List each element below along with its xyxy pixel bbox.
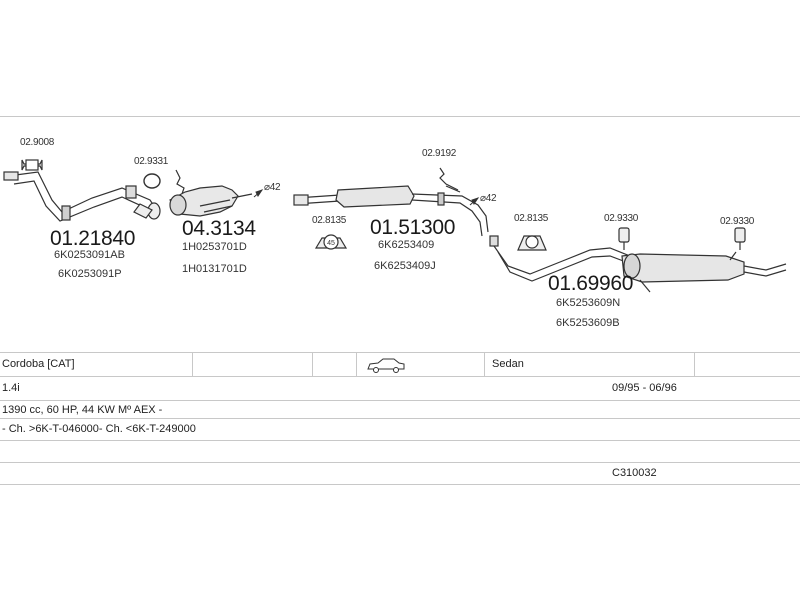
- part-3-oem-2: 6K6253409J: [374, 260, 436, 272]
- table-divider: [312, 352, 313, 376]
- part-3-oem-1: 6K6253409: [378, 239, 435, 251]
- clip-2-number: 02.9330: [720, 216, 755, 227]
- part-1-number: 01.21840: [50, 227, 136, 250]
- part-2-number: 04.3134: [182, 217, 256, 240]
- mid-clamp-drawing: [439, 167, 461, 193]
- middle-silencer-drawing: [293, 185, 489, 237]
- gasket-cat-number: 02.9331: [134, 156, 169, 167]
- clip-1-drawing: [618, 227, 630, 250]
- table-divider: [192, 352, 193, 376]
- diameter-label-2: ⌀42: [480, 193, 497, 204]
- engine-spec: 1390 cc, 60 HP, 44 KW Mº AEX -: [2, 404, 163, 416]
- table-divider: [694, 352, 695, 376]
- part-1-oem-2: 6K0253091P: [58, 268, 122, 280]
- catalytic-converter-drawing: [169, 185, 253, 217]
- hanger-right-drawing: [517, 235, 547, 251]
- cat-clamp-drawing: [175, 169, 185, 195]
- rear-muffler-drawing: [489, 235, 787, 293]
- gasket-front-number: 02.9008: [20, 137, 55, 148]
- table-rule: [0, 400, 800, 401]
- vehicle-model: Cordoba [CAT]: [2, 358, 75, 370]
- hanger-left-size: 45: [327, 240, 335, 247]
- clip-1-number: 02.9330: [604, 213, 639, 224]
- front-pipe-drawing: [3, 171, 161, 222]
- car-icon: [367, 358, 405, 373]
- part-4-oem-1: 6K5253609N: [556, 297, 621, 309]
- gasket-ring-drawing: [143, 173, 161, 189]
- body-type: Sedan: [492, 358, 524, 370]
- mid-clamp-number: 02.9192: [422, 148, 457, 159]
- exhaust-drawing: 45: [3, 159, 787, 293]
- exhaust-diagram: 45 02.9008 02.9331 02.: [0, 116, 800, 329]
- hanger-right-number: 02.8135: [514, 213, 549, 224]
- part-2-oem-1: 1H0253701D: [182, 241, 247, 253]
- chassis-range: - Ch. >6K-T-046000- Ch. <6K-T-249000: [2, 423, 196, 435]
- part-2-oem-2: 1H0131701D: [182, 263, 247, 275]
- diameter-label-1: ⌀42: [264, 182, 281, 193]
- table-rule: [0, 440, 800, 441]
- gasket-front-drawing: [21, 159, 43, 171]
- table-rule: [0, 376, 800, 377]
- part-3-number: 01.51300: [370, 216, 456, 239]
- table-rule: [0, 484, 800, 485]
- hanger-left-number: 02.8135: [312, 215, 347, 226]
- clip-2-drawing: [734, 227, 746, 250]
- top-rule: [0, 116, 800, 117]
- table-rule: [0, 462, 800, 463]
- dimension-arrow-2: [469, 197, 480, 206]
- part-1-oem-1: 6K0253091AB: [54, 249, 125, 261]
- dimension-arrow-1: [253, 189, 264, 198]
- engine: 1.4i: [2, 382, 20, 394]
- hanger-left-drawing: 45: [314, 234, 348, 250]
- table-rule: [0, 418, 800, 419]
- table-divider: [356, 352, 357, 376]
- production-period: 09/95 - 06/96: [612, 382, 677, 394]
- part-4-oem-2: 6K5253609B: [556, 317, 620, 329]
- part-4-number: 01.69960: [548, 272, 634, 295]
- table-divider: [484, 352, 485, 376]
- catalog-code: C310032: [612, 467, 657, 479]
- table-rule: [0, 352, 800, 353]
